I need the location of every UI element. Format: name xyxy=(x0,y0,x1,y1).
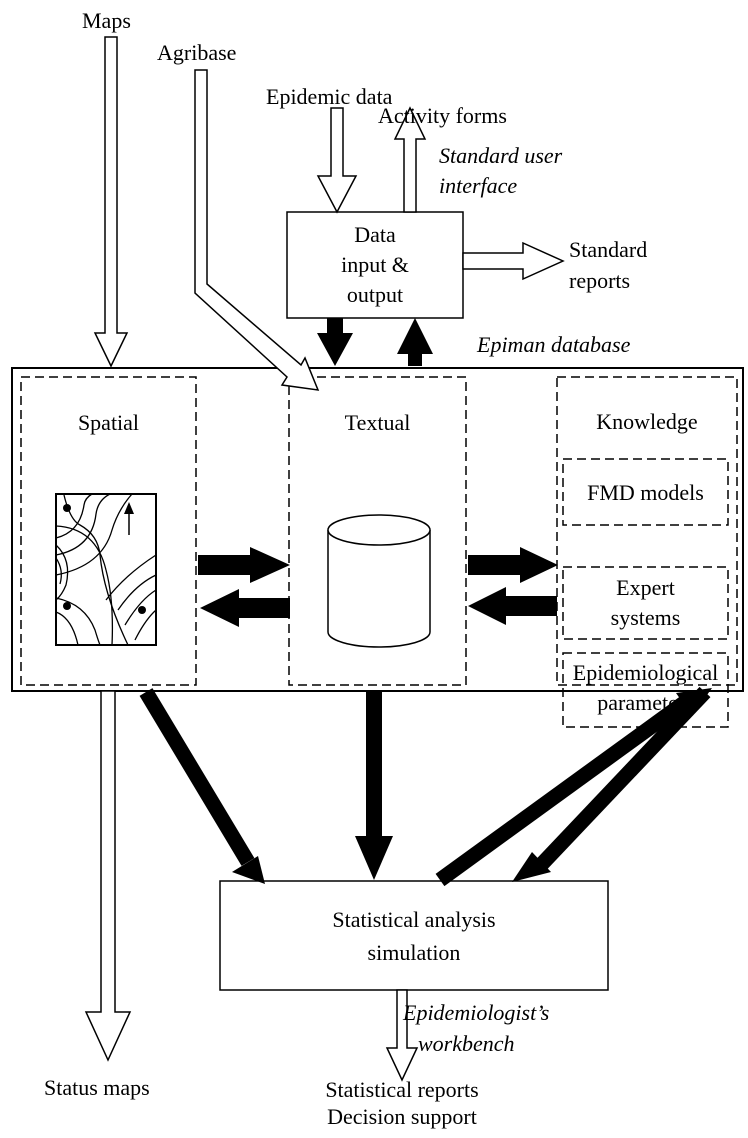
textual-module-box xyxy=(288,376,467,686)
decision-support-label: Decision support xyxy=(327,1104,477,1129)
textual-to-knowledge-arrow xyxy=(468,547,558,583)
epidemiological-parameters xyxy=(563,655,728,656)
expert-systems-box xyxy=(562,566,729,640)
activity-forms-label: Activity forms xyxy=(378,103,507,128)
data-io-line-1: Data xyxy=(354,222,396,247)
textual-to-spatial-arrow xyxy=(200,589,290,627)
expert-systems-line-1: Expert xyxy=(616,575,675,600)
epi-parameters-line-1: Epidemiological xyxy=(572,660,719,685)
fmd-models-label: FMD models xyxy=(587,480,704,505)
activity-forms-arrow xyxy=(393,106,427,213)
epidemic-data-label: Epidemic data xyxy=(266,84,393,109)
data-io-line-2: input & xyxy=(341,252,409,277)
data-io-box xyxy=(286,211,464,319)
status-maps-label: Status maps xyxy=(44,1075,150,1100)
spatial-label: Spatial xyxy=(77,410,140,435)
workbench-line-1: Epidemiologist’s xyxy=(403,1000,550,1025)
standard-reports-line-2: reports xyxy=(569,268,631,293)
map-thumbnail-marks xyxy=(63,502,146,614)
spatial-to-analysis-shaft xyxy=(139,688,255,866)
analysis-to-knowledge-head xyxy=(676,688,712,716)
epi-parameters-line-2: parameters xyxy=(597,690,694,715)
analysis-box xyxy=(219,880,609,991)
knowledge-label: Knowledge xyxy=(596,409,698,434)
spatial-to-analysis-head xyxy=(232,856,265,884)
maps-label: Maps xyxy=(82,8,131,33)
spatial-to-textual-arrow xyxy=(198,547,290,583)
workbench-output-arrow xyxy=(385,989,419,1082)
textual-label: Textual xyxy=(344,410,411,435)
standard-user-interface-line-2: interface xyxy=(439,173,518,198)
epidemic-data-arrow xyxy=(316,107,358,214)
agribase-label: Agribase xyxy=(157,40,237,65)
status-maps-arrow xyxy=(84,690,132,1062)
agribase-arrow xyxy=(194,69,320,391)
textual-to-analysis-arrow xyxy=(355,691,393,880)
standard-reports-line-1: Standard xyxy=(569,237,648,262)
analysis-to-knowledge-shaft xyxy=(435,693,693,887)
workbench-line-2: workbench xyxy=(418,1031,515,1056)
analysis-line-1: Statistical analysis xyxy=(332,907,496,932)
spatial-module-box xyxy=(20,376,197,686)
knowledge-to-analysis-head xyxy=(512,852,551,882)
statistical-reports-label: Statistical reports xyxy=(325,1077,479,1102)
standard-user-interface-line-1: Standard user xyxy=(439,143,563,168)
epi-params-outline xyxy=(563,657,728,658)
expert-systems-line-2: systems xyxy=(610,605,681,630)
epidemiological-parameters-subbox xyxy=(562,652,729,728)
data-io-line-3: output xyxy=(346,282,404,307)
knowledge-to-analysis-shaft xyxy=(534,686,711,872)
database-cylinder-icon xyxy=(327,514,431,648)
database-to-data-arrow xyxy=(397,318,433,366)
knowledge-module-box xyxy=(556,376,738,686)
map-thumbnail xyxy=(55,493,157,646)
knowledge-to-textual-arrow xyxy=(468,587,557,625)
fmd-models-box xyxy=(562,458,729,526)
epiman-database-label: Epiman database xyxy=(477,332,631,357)
maps-arrow xyxy=(93,36,129,368)
standard-reports-arrow xyxy=(462,241,565,281)
data-to-database-arrow xyxy=(317,318,353,366)
analysis-line-2: simulation xyxy=(367,940,461,965)
